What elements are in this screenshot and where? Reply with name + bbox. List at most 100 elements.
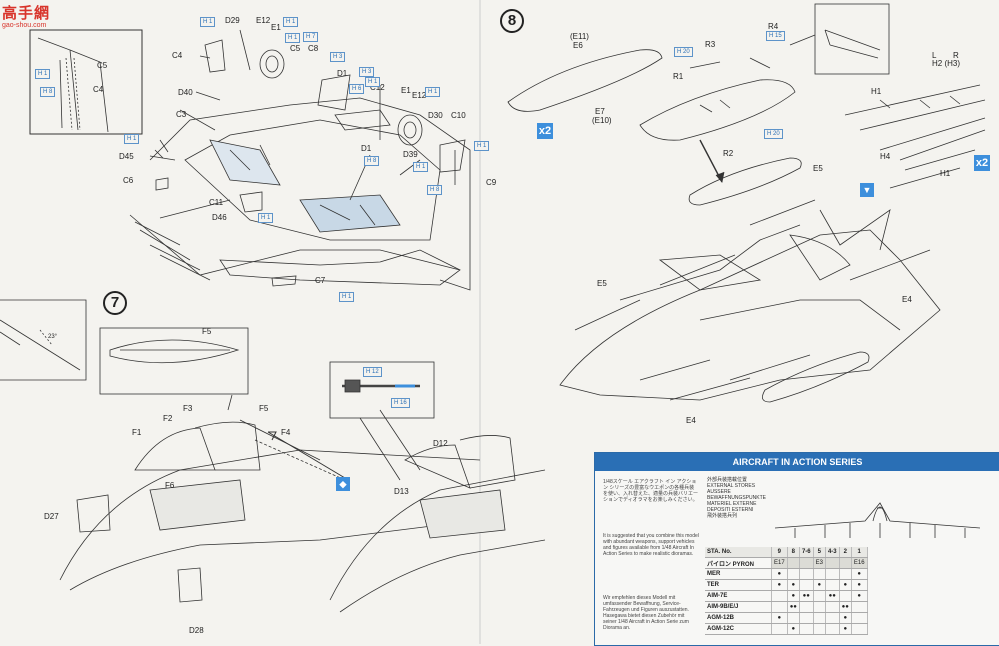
part-label-c3: C3 — [176, 110, 187, 119]
part-label-f5-inset: F5 — [202, 327, 212, 336]
part-label-r4: R4 — [768, 22, 779, 31]
sprue-tag-h3: H 3 — [330, 52, 346, 62]
table-cell: ●● — [839, 601, 852, 613]
quantity-x2-badge: x2 — [537, 123, 553, 139]
external-stores-table: STA. No. 9 8 7-6 5 4-3 2 1 パイロン PYRON E1… — [705, 547, 868, 635]
table-cell — [839, 568, 852, 580]
table-cell — [839, 590, 852, 602]
table-cell: ● — [787, 590, 800, 602]
table-cell: E16 — [851, 557, 868, 569]
part-label-f2: F2 — [163, 414, 173, 423]
part-label-e10: (E10) — [592, 116, 612, 125]
table-cell — [799, 623, 814, 635]
table-cell: E3 — [813, 557, 826, 569]
part-label-c4-inset: C4 — [93, 85, 104, 94]
logo-url: gao-shou.com — [2, 22, 47, 29]
part-label-e12-right: E12 — [412, 91, 427, 100]
table-cell — [839, 557, 852, 569]
part-label-c5-inset: C5 — [97, 61, 108, 70]
table-row: パイロン PYRON E17 E3 E16 — [705, 557, 868, 569]
part-label-d27: D27 — [44, 512, 59, 521]
part-label-f5: F5 — [259, 404, 269, 413]
table-cell: ● — [787, 579, 800, 591]
part-label-f6: F6 — [165, 481, 175, 490]
sprue-tag-h12: H 12 — [363, 367, 382, 377]
part-label-c11: C11 — [209, 198, 224, 207]
part-label-e11: (E11) — [570, 32, 589, 41]
row-label: パイロン PYRON — [705, 557, 772, 569]
sprue-tag-h1: H 1 — [285, 33, 301, 43]
table-cell — [771, 623, 788, 635]
row-label: AGM-12C — [705, 623, 772, 635]
table-cell: ●● — [799, 590, 814, 602]
view-direction-icon: ▼ — [860, 183, 874, 197]
table-cell — [825, 612, 840, 624]
row-label: TER — [705, 579, 772, 591]
sprue-tag-h1: H 1 — [283, 17, 299, 27]
table-cell — [799, 601, 814, 613]
aia-stores-line: AUSSERE — [707, 489, 731, 495]
part-label-f1: F1 — [132, 428, 142, 437]
table-cell — [851, 623, 868, 635]
table-header-row: STA. No. 9 8 7-6 5 4-3 2 1 — [705, 547, 868, 558]
aircraft-front-silhouette — [774, 502, 981, 538]
part-label-d1-lower: D1 — [361, 144, 372, 153]
part-label-c7: C7 — [315, 276, 326, 285]
part-label-r: R — [953, 51, 959, 60]
table-cell — [825, 623, 840, 635]
sprue-tag-h1: H 1 — [474, 141, 490, 151]
part-label-d1: D1 — [337, 69, 348, 78]
sprue-tag-h8: H 8 — [427, 185, 443, 195]
table-cell — [825, 579, 840, 591]
part-label-d30: D30 — [428, 111, 443, 120]
table-cell — [799, 557, 814, 569]
part-label-e1: E1 — [271, 23, 281, 32]
part-label-d13: D13 — [394, 487, 409, 496]
part-label-d28: D28 — [189, 626, 204, 635]
station-header: 9 — [771, 547, 788, 558]
table-cell — [851, 601, 868, 613]
table-cell — [813, 568, 826, 580]
part-label-d29: D29 — [225, 16, 240, 25]
table-cell: ● — [839, 623, 852, 635]
part-label-e12: E12 — [256, 16, 271, 25]
table-cell — [799, 612, 814, 624]
part-label-c12: C12 — [370, 83, 385, 92]
station-header: 8 — [787, 547, 800, 558]
table-cell — [771, 590, 788, 602]
part-label-e4-right: E4 — [902, 295, 912, 304]
station-header: 2 — [839, 547, 852, 558]
part-label-e7: E7 — [595, 107, 605, 116]
part-label-h1-bottom: H1 — [940, 169, 951, 178]
site-logo: 高手網 gao-shou.com — [2, 2, 72, 36]
row-label: AGM-12B — [705, 612, 772, 624]
sprue-tag-h1: H 1 — [413, 162, 429, 172]
sprue-tag-h8: H 8 — [40, 87, 56, 97]
view-direction-icon: ◆ — [336, 477, 350, 491]
part-label-e4-bottom: E4 — [686, 416, 696, 425]
station-header: 5 — [813, 547, 826, 558]
part-label-c5: C5 — [290, 44, 301, 53]
aia-stores-line: BEWAFFNUNGSPUNKTE — [707, 495, 766, 501]
part-label-c8: C8 — [308, 44, 319, 53]
station-header: 7-6 — [799, 547, 814, 558]
table-cell: ● — [851, 568, 868, 580]
part-label-h1-top: H1 — [871, 87, 882, 96]
table-cell: ● — [771, 579, 788, 591]
angle-label: 23° — [48, 334, 58, 340]
table-cell: E17 — [771, 557, 788, 569]
part-label-d39: D39 — [403, 150, 418, 159]
table-cell — [771, 601, 788, 613]
part-label-c4: C4 — [172, 51, 183, 60]
sprue-tag-h3: H 3 — [359, 67, 375, 77]
step-7-number: 7 — [103, 291, 127, 315]
part-label-d12: D12 — [433, 439, 448, 448]
part-label-c10: C10 — [451, 111, 466, 120]
part-label-e5-left: E5 — [597, 279, 607, 288]
table-row: AIM-9B/E/J ●● ●● — [705, 601, 868, 613]
table-cell: ● — [839, 579, 852, 591]
part-label-d45: D45 — [119, 152, 134, 161]
table-row: AIM-7E ● ●● ●● ● — [705, 590, 868, 602]
